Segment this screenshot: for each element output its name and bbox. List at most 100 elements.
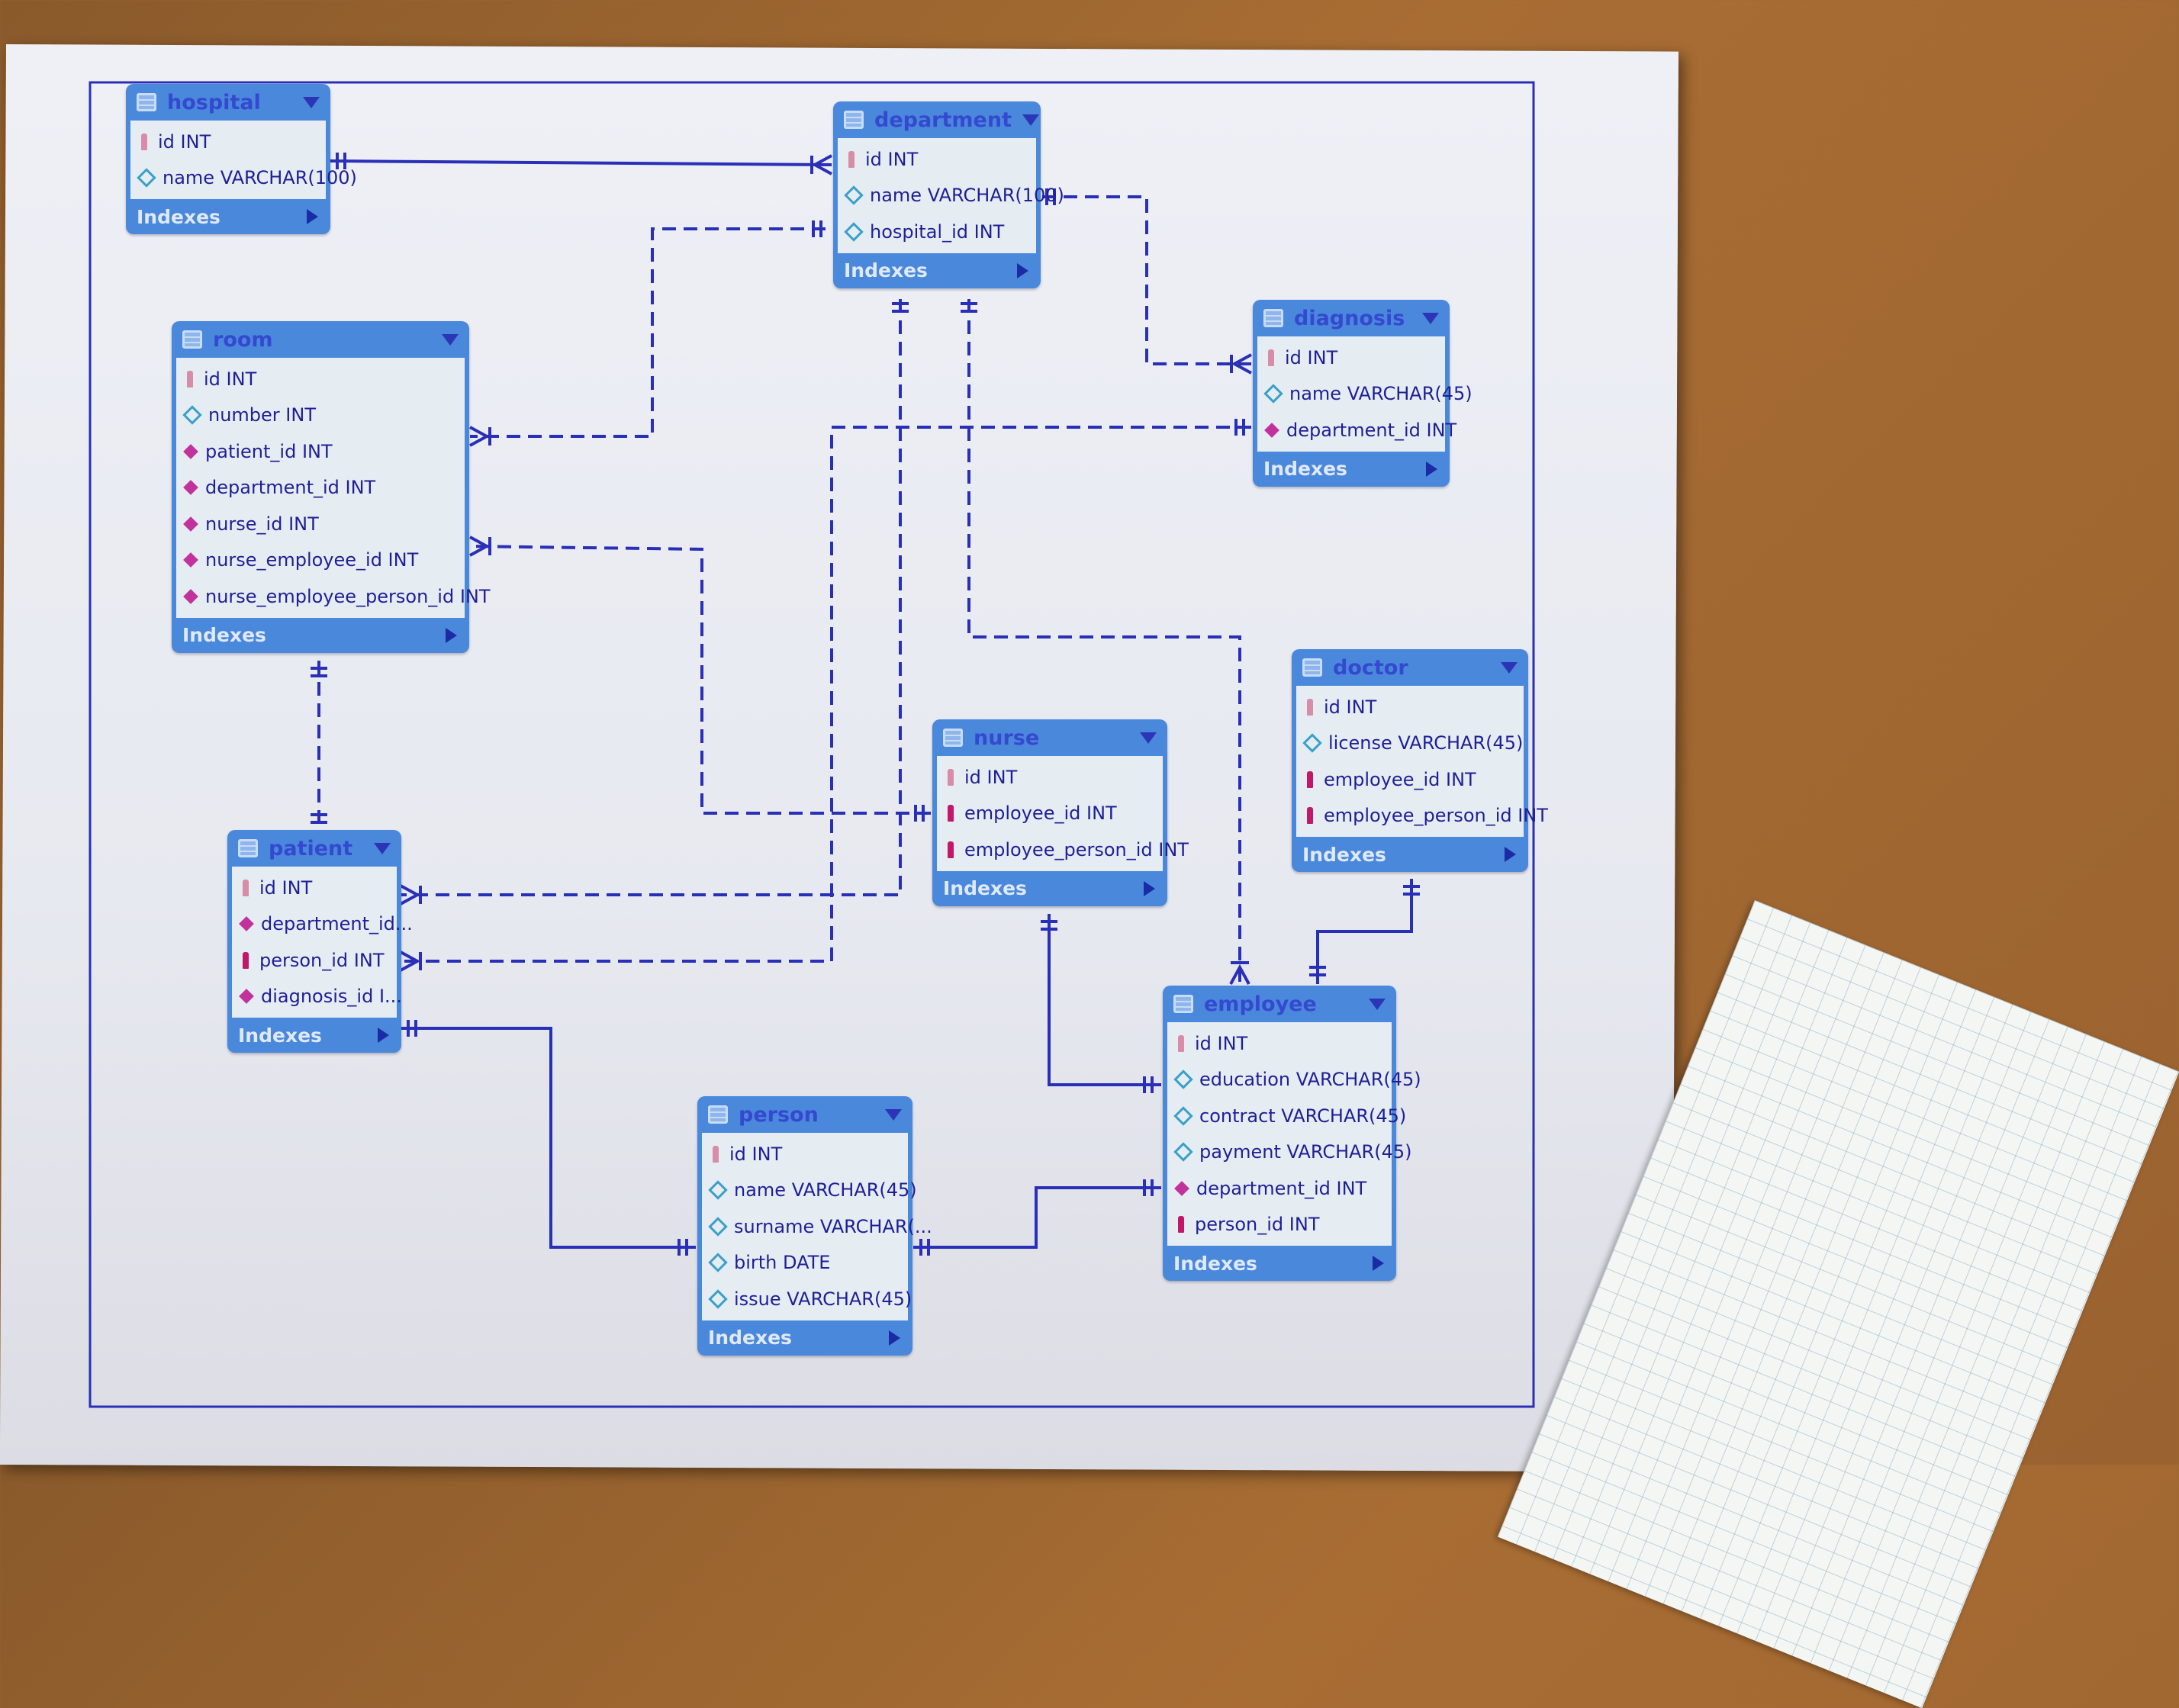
rel-person-employee [913, 1186, 1161, 1249]
indexes-section[interactable]: Indexes [833, 253, 1041, 288]
column-row[interactable]: employee_person_id INT [937, 831, 1189, 868]
column-row[interactable]: person_id INT [232, 942, 397, 979]
collapse-arrow-icon[interactable] [1422, 312, 1439, 324]
column-row[interactable]: department_id... [232, 906, 413, 943]
primary-key-icon [948, 768, 954, 786]
column-label: employee_id INT [1324, 768, 1476, 790]
column-label: id INT [1324, 696, 1377, 718]
expand-arrow-icon[interactable] [1144, 880, 1155, 896]
primary-key-icon [1178, 1034, 1184, 1052]
collapse-arrow-icon[interactable] [1369, 998, 1386, 1010]
column-row[interactable]: department_id INT [1167, 1170, 1392, 1207]
column-row[interactable]: name VARCHAR(45) [702, 1172, 917, 1209]
column-row[interactable]: id INT [176, 361, 465, 397]
column-row[interactable]: number INT [176, 397, 465, 434]
collapse-arrow-icon[interactable] [1140, 732, 1157, 744]
column-row[interactable]: birth DATE [702, 1245, 908, 1282]
column-row[interactable]: contract VARCHAR(45) [1167, 1098, 1406, 1134]
collapse-arrow-icon[interactable] [374, 842, 391, 854]
expand-arrow-icon[interactable] [889, 1330, 900, 1346]
expand-arrow-icon[interactable] [1505, 847, 1516, 862]
column-row[interactable]: id INT [130, 124, 326, 160]
indexes-section[interactable]: Indexes [1253, 452, 1450, 487]
column-row[interactable]: education VARCHAR(45) [1167, 1062, 1421, 1098]
attribute-icon [708, 1217, 728, 1237]
attribute-icon [1173, 1070, 1193, 1089]
expand-arrow-icon[interactable] [1426, 461, 1437, 477]
collapse-arrow-icon[interactable] [303, 96, 320, 108]
indexes-section[interactable]: Indexes [1163, 1246, 1396, 1281]
table-header[interactable]: room [172, 321, 469, 358]
expand-arrow-icon[interactable] [1017, 262, 1028, 278]
indexes-section[interactable]: Indexes [697, 1320, 912, 1356]
table-header[interactable]: employee [1163, 986, 1396, 1022]
indexes-section[interactable]: Indexes [1292, 837, 1528, 872]
table-name: employee [1204, 992, 1317, 1016]
column-row[interactable]: license VARCHAR(45) [1296, 725, 1524, 762]
expand-arrow-icon[interactable] [378, 1028, 389, 1043]
column-row[interactable]: employee_person_id INT [1296, 798, 1548, 835]
column-row[interactable]: surname VARCHAR(... [702, 1208, 932, 1245]
column-row[interactable]: payment VARCHAR(45) [1167, 1134, 1411, 1171]
foreign-key-icon [183, 480, 198, 496]
column-row[interactable]: id INT [1296, 689, 1524, 725]
rel-doctor-employee [1316, 879, 1413, 984]
column-row[interactable]: id INT [702, 1136, 908, 1172]
indexes-section[interactable]: Indexes [126, 199, 330, 234]
column-row[interactable]: department_id INT [176, 470, 465, 507]
column-row[interactable]: name VARCHAR(100) [838, 178, 1064, 214]
table-header[interactable]: doctor [1292, 649, 1528, 686]
collapse-arrow-icon[interactable] [1022, 114, 1039, 126]
column-label: payment VARCHAR(45) [1199, 1141, 1412, 1163]
column-row[interactable]: nurse_employee_person_id INT [176, 578, 491, 615]
table-header[interactable]: person [697, 1096, 912, 1133]
column-row[interactable]: hospital_id INT [838, 214, 1036, 250]
column-row[interactable]: person_id INT [1167, 1207, 1392, 1243]
column-row[interactable]: id INT [838, 141, 1036, 178]
column-row[interactable]: id INT [1167, 1025, 1392, 1062]
column-row[interactable]: employee_id INT [937, 796, 1163, 832]
table-header[interactable]: patient [227, 830, 401, 867]
column-row[interactable]: name VARCHAR(100) [130, 160, 357, 197]
column-row[interactable]: employee_id INT [1296, 761, 1524, 798]
indexes-section[interactable]: Indexes [227, 1018, 401, 1053]
column-row[interactable]: id INT [232, 870, 397, 906]
column-row[interactable]: diagnosis_id I... [232, 979, 402, 1015]
table-header[interactable]: diagnosis [1253, 300, 1450, 336]
table-header[interactable]: department [833, 101, 1041, 138]
indexes-section[interactable]: Indexes [172, 618, 469, 653]
indexes-section[interactable]: Indexes [932, 871, 1167, 906]
column-row[interactable]: nurse_id INT [176, 506, 465, 542]
column-row[interactable]: issue VARCHAR(45) [702, 1281, 912, 1317]
table-header[interactable]: nurse [932, 719, 1167, 756]
expand-arrow-icon[interactable] [446, 627, 457, 643]
column-row[interactable]: patient_id INT [176, 433, 465, 470]
column-row[interactable]: id INT [1257, 339, 1445, 376]
collapse-arrow-icon[interactable] [885, 1108, 902, 1121]
primary-key-icon [243, 879, 249, 896]
column-label: department_id INT [1286, 419, 1457, 441]
column-row[interactable]: department_id INT [1257, 412, 1456, 449]
table-doctor[interactable]: doctor id INT license VARCHAR(45) employee_… [1292, 649, 1548, 872]
table-header[interactable]: hospital [126, 84, 330, 121]
primary-key-icon [713, 1145, 719, 1163]
expand-arrow-icon[interactable] [307, 209, 318, 224]
collapse-arrow-icon[interactable] [442, 333, 459, 346]
column-label: department_id... [261, 913, 413, 935]
column-label: employee_person_id INT [964, 838, 1189, 860]
collapse-arrow-icon[interactable] [1501, 661, 1518, 674]
column-row[interactable]: id INT [937, 759, 1163, 796]
table-icon [844, 111, 864, 129]
column-row[interactable]: nurse_employee_id INT [176, 542, 465, 579]
expand-arrow-icon[interactable] [1373, 1256, 1384, 1271]
column-row[interactable]: name VARCHAR(45) [1257, 376, 1473, 413]
